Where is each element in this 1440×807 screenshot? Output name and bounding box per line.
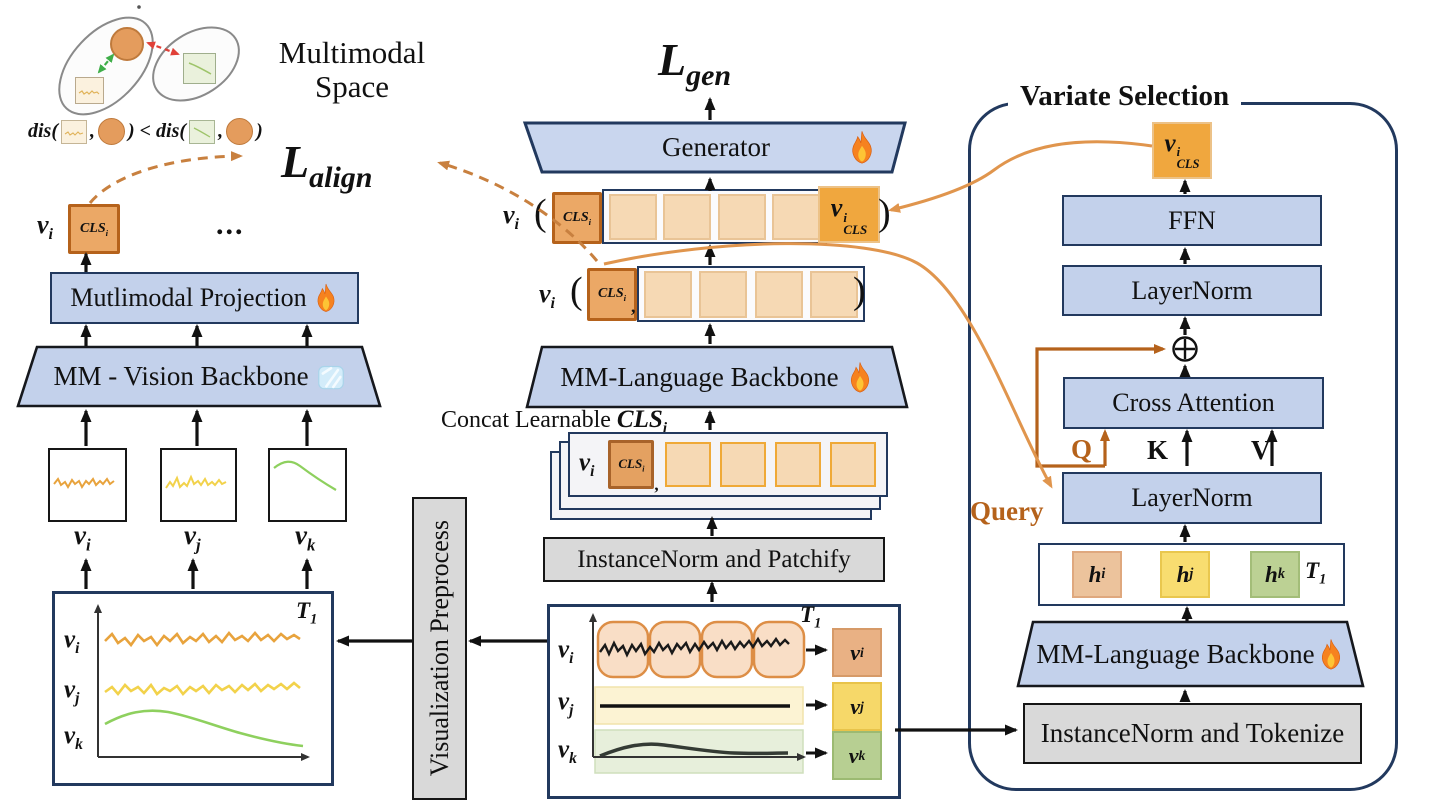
formula-circle-1	[98, 118, 125, 145]
stack-vi-label: vi	[579, 448, 595, 480]
chart-thumb-vk	[268, 448, 347, 522]
layernorm-top-block: LayerNorm	[1062, 265, 1322, 316]
t1-label-middle: T1	[800, 602, 822, 632]
vj-series-label-left: vj	[64, 676, 80, 707]
chart-thumb-vi	[48, 448, 127, 522]
row2-token-container	[637, 266, 865, 322]
fire-icon	[847, 130, 877, 165]
tokenize-block: InstanceNorm and Tokenize	[1023, 703, 1362, 764]
vi-series-label-left: vi	[64, 626, 80, 657]
loss-align: Lalign	[281, 136, 373, 195]
t1-label-left: T1	[296, 598, 318, 628]
row1-close-paren: )	[878, 192, 891, 234]
ellipsis: ...	[216, 208, 245, 241]
fire-icon	[313, 283, 339, 313]
token-patch	[719, 442, 766, 487]
multimodal-space-clusters	[58, 5, 240, 116]
row2-vi-label: vi	[539, 279, 556, 313]
row1-cls-token: CLSi	[552, 192, 602, 244]
formula-line-green	[193, 126, 211, 138]
vk-series-label-mid: vk	[558, 736, 577, 767]
variate-row-stack-front: vi CLSi ,	[568, 432, 888, 497]
row2-close-paren: )	[853, 270, 866, 312]
pull-arrow	[97, 53, 115, 74]
cls-token-left: CLSi	[68, 204, 120, 254]
formula-thumb-green	[189, 119, 216, 144]
variate-selection-title: Variate Selection	[1008, 80, 1242, 113]
vk-thumb-label: vk	[295, 520, 316, 555]
vision-backbone-label: MM - Vision Backbone	[18, 347, 380, 406]
vi-series-label-mid: vi	[558, 636, 574, 667]
generator-label: Generator	[525, 123, 907, 172]
query-label: Query	[970, 496, 1044, 526]
ice-icon	[317, 363, 345, 391]
formula-thumb-beige	[61, 119, 87, 144]
language-backbone-right-label: MM-Language Backbone	[1018, 622, 1363, 686]
vj-series-label-mid: vj	[558, 688, 574, 719]
vi-thumb-label: vi	[74, 520, 91, 555]
row2-cls-token: CLSi	[587, 268, 637, 321]
row2-open-paren: (	[570, 270, 583, 312]
fire-icon	[846, 361, 874, 394]
patchify-block: InstanceNorm and Patchify	[543, 537, 885, 582]
ffn-block: FFN	[1062, 195, 1322, 246]
vj-thumb-label: vj	[184, 520, 201, 555]
raw-series-box-middle	[547, 604, 901, 799]
token-patch	[644, 270, 692, 318]
formula-circle-2	[226, 118, 254, 145]
timeseries-thumb-green	[183, 53, 216, 84]
fire-icon	[1317, 638, 1345, 671]
token-patch	[609, 193, 657, 240]
row2-comma: ,	[631, 296, 636, 316]
formula-squiggle-orange	[64, 130, 84, 136]
v-label: V	[1251, 435, 1271, 465]
token-patch	[699, 270, 748, 318]
cross-attention-block: Cross Attention	[1063, 377, 1324, 429]
thumb-line-green	[188, 62, 212, 75]
embedding-circle	[110, 27, 144, 61]
token-patch	[809, 270, 858, 318]
token-patch	[663, 193, 712, 240]
stack-comma: ,	[654, 475, 659, 494]
layernorm-bottom-block: LayerNorm	[1062, 472, 1322, 524]
cls-left-to-align	[88, 151, 243, 204]
token-patch	[771, 193, 820, 240]
distance-formula: dis( , ) < dis( , )	[28, 118, 263, 145]
thumb-series-yellow	[165, 474, 227, 489]
token-patch	[717, 193, 766, 240]
row1-vi-label: vi	[503, 200, 520, 234]
t1-label-right: T1	[1305, 558, 1327, 588]
push-arrow	[146, 41, 180, 56]
visualization-preprocess-block: Visualization Preprocess	[412, 497, 467, 800]
thumb-series-orange	[53, 477, 115, 489]
token-patch	[829, 442, 876, 487]
chart-thumb-vj	[160, 448, 237, 522]
token-patch	[664, 442, 711, 487]
vi-label-cls-left: vi	[37, 210, 54, 244]
language-backbone-center-label: MM-Language Backbone	[527, 347, 907, 407]
multimodal-space-label: Multimodal Space	[278, 35, 426, 105]
vk-series-label-left: vk	[64, 722, 83, 753]
raw-series-box-left	[52, 591, 334, 786]
q-label: Q	[1071, 434, 1093, 464]
stack-cls-token: CLSi	[608, 440, 655, 489]
loss-gen: Lgen	[658, 34, 732, 93]
token-patch	[754, 270, 803, 318]
row1-token-container	[602, 189, 827, 244]
thumb-series-green	[273, 460, 337, 491]
thumb-squiggle-orange	[78, 90, 100, 95]
row1-open-paren: (	[534, 192, 547, 234]
token-patch	[774, 442, 821, 487]
timeseries-thumb-beige	[75, 77, 104, 104]
k-label: K	[1147, 435, 1169, 465]
multimodal-projection-block: Mutlimodal Projection	[50, 272, 359, 324]
